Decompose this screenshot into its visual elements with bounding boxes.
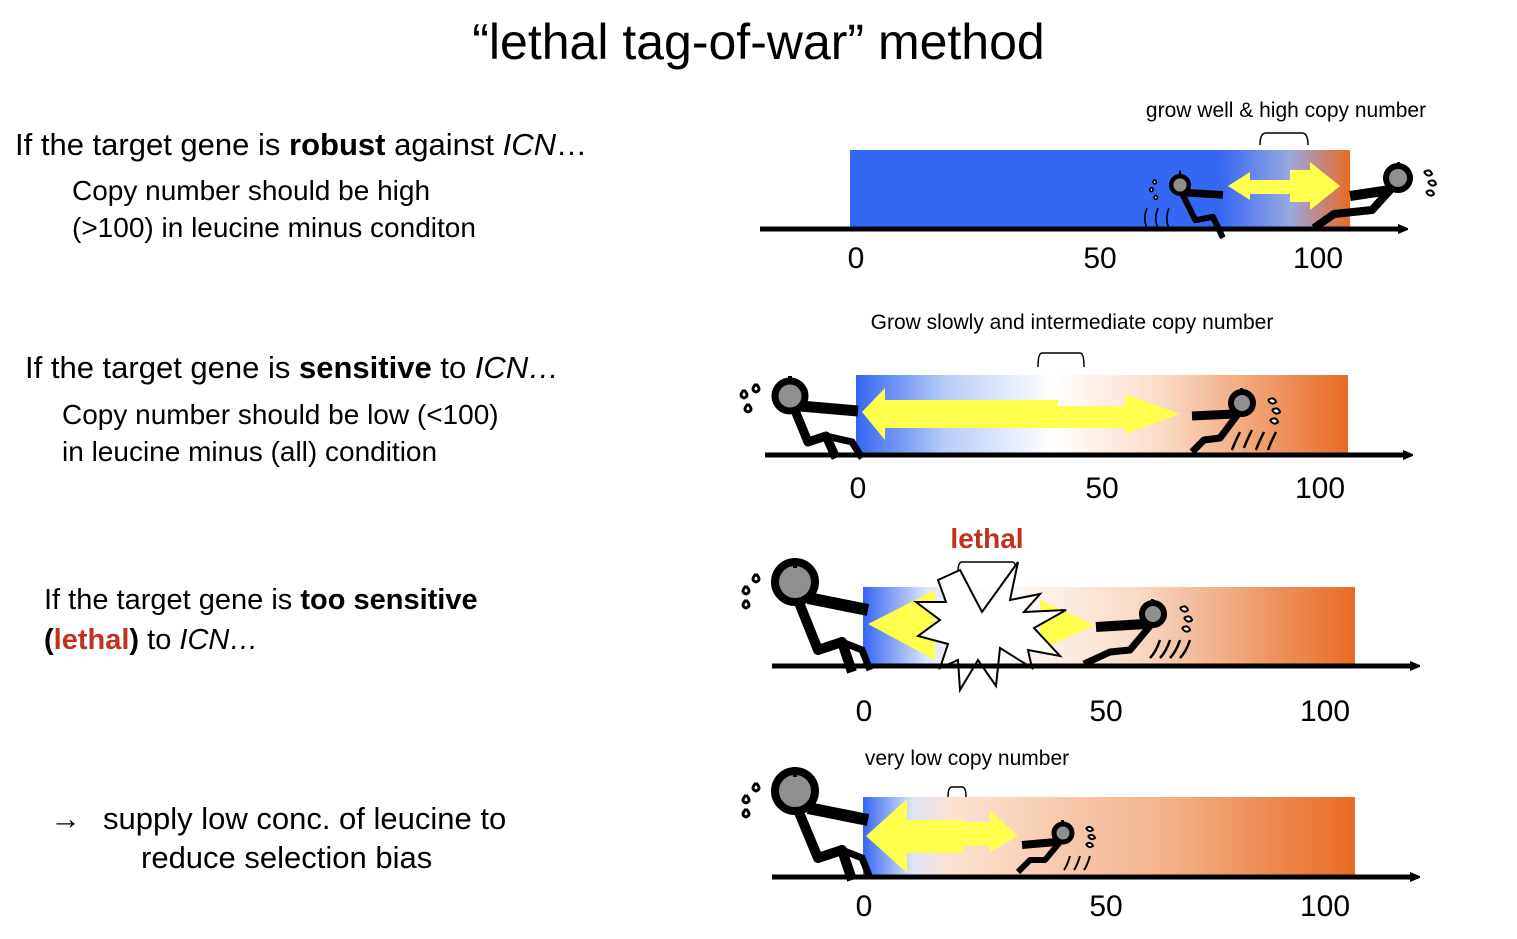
sensitive-keyword: sensitive: [299, 350, 432, 385]
stick-figure-right: [1082, 599, 1194, 668]
bracket-icon: [1037, 352, 1085, 368]
tick-label: 50: [1089, 695, 1122, 728]
ellipsis: …: [556, 127, 588, 162]
lethal-caption: lethal: [950, 523, 1023, 554]
sensitive-line-1: Copy number should be low (<100): [62, 399, 499, 430]
panel-caption: grow well & high copy number: [1146, 99, 1426, 122]
stick-figure-right: [1189, 388, 1282, 455]
tick-label: 0: [856, 890, 873, 923]
bracket-icon: [1259, 132, 1309, 146]
tick-label: 100: [1293, 242, 1343, 275]
bracket-icon: [947, 786, 967, 798]
panel-caption: Grow slowly and intermediate copy number: [871, 311, 1274, 334]
stick-figure-left: [1143, 170, 1226, 240]
robust-line-1: Copy number should be high: [72, 175, 431, 206]
tick-label: 0: [848, 242, 865, 275]
sensitive-heading: If the target gene is sensitive to ICN…: [25, 349, 559, 386]
tick-label: 100: [1300, 695, 1350, 728]
sensitive-line-2: in leucine minus (all) condition: [62, 436, 438, 467]
too-sensitive-heading: If the target gene is too sensitive: [44, 583, 478, 618]
stick-figure-left: [741, 558, 874, 674]
stick-figure-left: [741, 767, 874, 882]
gene-name: ICN…: [179, 624, 259, 656]
too-sensitive-pre: If the target gene is: [44, 584, 301, 616]
tick-label: 50: [1089, 890, 1122, 923]
right-arrow-icon: →: [50, 801, 81, 836]
tug-arrow-left: [868, 590, 935, 660]
paren-open: (: [44, 624, 54, 656]
gene-name: ICN…: [474, 350, 560, 385]
tug-arrow: [1228, 162, 1340, 210]
sensitive-heading-pre: If the target gene is: [25, 350, 300, 385]
tug-arrow: [866, 799, 1018, 873]
panel-low-leucine: very low copy number 0 50 100: [741, 747, 1412, 923]
panel-lethal: lethal 0 50 100: [741, 523, 1412, 728]
paren-close: ): [129, 624, 140, 656]
robust-keyword: robust: [289, 127, 386, 162]
stick-figure-right: [1015, 820, 1097, 875]
conclusion-line-2: reduce selection bias: [141, 840, 433, 875]
tick-label: 50: [1083, 242, 1116, 275]
conclusion-text-1: supply low conc. of leucine to: [103, 801, 507, 836]
lethal-keyword: lethal: [53, 624, 130, 656]
too-sensitive-keyword: too sensitive: [300, 584, 478, 616]
tick-label: 50: [1085, 472, 1118, 505]
gene-name: ICN: [502, 127, 557, 162]
lethal-line-mid: to: [139, 624, 180, 656]
lethal-line: (lethal) to ICN…: [44, 623, 258, 658]
robust-line-2: (>100) in leucine minus conditon: [72, 212, 476, 243]
robust-heading-mid: against: [385, 127, 503, 162]
stick-figure-right: [1311, 162, 1438, 232]
panel-robust: grow well & high copy number 0 50 100: [760, 99, 1438, 275]
tick-label: 0: [850, 472, 867, 505]
panel-caption: very low copy number: [865, 747, 1069, 770]
stick-figure-left: [739, 376, 865, 460]
panel-sensitive: Grow slowly and intermediate copy number…: [739, 311, 1405, 505]
tick-label: 0: [856, 695, 873, 728]
robust-heading-pre: If the target gene is: [15, 127, 290, 162]
conclusion-line-1: → supply low conc. of leucine to: [50, 800, 506, 837]
bracket-icon: [957, 561, 1017, 573]
robust-heading: If the target gene is robust against ICN…: [15, 126, 587, 163]
slide-title: “lethal tag-of-war” method: [472, 14, 1045, 70]
tick-label: 100: [1295, 472, 1345, 505]
sensitive-heading-mid: to: [431, 350, 475, 385]
tick-label: 100: [1300, 890, 1350, 923]
tug-arrow: [862, 388, 1180, 440]
